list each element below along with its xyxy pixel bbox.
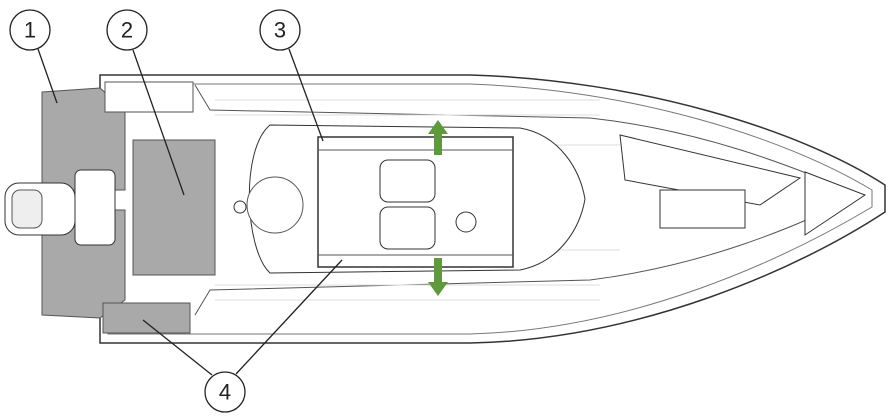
callout-4: 4 xyxy=(204,371,246,413)
leader-lines xyxy=(37,48,343,376)
swim-platform-pad-upper xyxy=(41,87,126,191)
cleat xyxy=(233,200,247,214)
arrow-down-icon xyxy=(428,258,448,296)
callout-label: 4 xyxy=(219,380,231,405)
console-frame xyxy=(317,136,514,268)
seat-cushion xyxy=(246,176,304,234)
steering-wheel xyxy=(455,211,477,233)
callout-3: 3 xyxy=(259,9,301,51)
callout-label: 3 xyxy=(274,18,286,43)
helm-seat-2 xyxy=(379,206,436,250)
anchor-locker xyxy=(804,171,867,236)
hull-inner-line xyxy=(107,83,873,335)
aft-deck-pad xyxy=(132,139,216,276)
arrow-up-icon xyxy=(428,120,448,155)
callout-2: 2 xyxy=(106,9,148,51)
callout-label: 1 xyxy=(24,18,36,43)
side-locker-pad xyxy=(102,302,191,334)
helm-seat-1 xyxy=(379,159,436,203)
outboard-engine xyxy=(4,169,116,246)
bow-locker xyxy=(619,134,802,206)
bow-hatch-1 xyxy=(659,189,746,229)
callout-label: 2 xyxy=(121,18,133,43)
callout-1: 1 xyxy=(9,9,51,51)
